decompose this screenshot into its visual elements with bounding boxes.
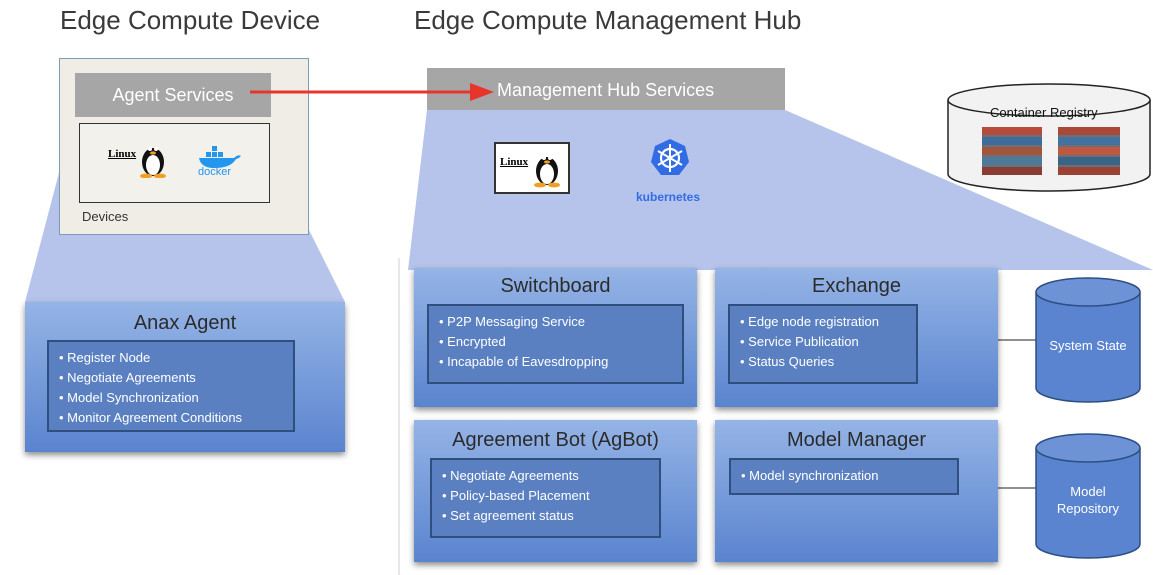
management-hub-services-bar	[427, 68, 785, 110]
switchboard-title: Switchboard	[500, 275, 611, 297]
kubernetes-text: kubernetes	[636, 190, 701, 204]
model-manager-list: Model synchronization	[729, 458, 959, 495]
list-item: Edge node registration	[740, 312, 906, 332]
linux-tux-icon	[534, 156, 560, 188]
devices-label: Devices	[82, 209, 129, 224]
model-repository-label-line1: Model	[1070, 484, 1106, 499]
list-item: Model synchronization	[741, 466, 947, 486]
list-item: Incapable of Eavesdropping	[439, 352, 672, 372]
list-item: Model Synchronization	[59, 388, 283, 408]
container-registry-label: Container Registry	[990, 105, 1098, 120]
exchange-panel: Exchange Edge node registration Service …	[715, 268, 998, 407]
list-item: Policy-based Placement	[442, 486, 649, 506]
list-item: Service Publication	[740, 332, 906, 352]
agbot-title: Agreement Bot (AgBot)	[452, 429, 659, 451]
shipping-container-image	[1058, 127, 1120, 175]
anax-agent-title: Anax Agent	[133, 312, 237, 334]
hub-linux-logo: Linux	[494, 142, 570, 194]
hub-funnel	[408, 110, 1153, 270]
agent-to-hub-arrow	[250, 83, 494, 101]
anax-agent-list: Register Node Negotiate Agreements Model…	[47, 340, 295, 432]
list-item: Encrypted	[439, 332, 672, 352]
device-docker-logo: docker	[196, 146, 242, 180]
linux-tux-icon	[140, 147, 166, 178]
device-docker-text: docker	[198, 166, 232, 178]
system-state-label: System State	[1049, 338, 1127, 353]
model-manager-title: Model Manager	[787, 429, 926, 451]
exchange-title: Exchange	[812, 275, 901, 297]
hub-linux-text: Linux	[500, 156, 529, 168]
device-linux-text: Linux	[108, 148, 137, 160]
kubernetes-helm-icon	[651, 139, 689, 175]
management-hub-title: Edge Compute Management Hub	[414, 5, 802, 35]
list-item: Negotiate Agreements	[442, 466, 649, 486]
list-item: Status Queries	[740, 352, 906, 372]
container-registry-cylinder	[947, 83, 1151, 192]
model-repository-label-line2: Repository	[1056, 501, 1120, 516]
list-item: P2P Messaging Service	[439, 312, 672, 332]
list-item: Negotiate Agreements	[59, 368, 283, 388]
agbot-panel: Agreement Bot (AgBot) Negotiate Agreemen…	[414, 420, 697, 562]
system-state-cylinder	[1035, 277, 1141, 403]
devices-box	[79, 123, 270, 203]
switchboard-list: P2P Messaging Service Encrypted Incapabl…	[427, 304, 684, 384]
docker-whale-icon	[199, 146, 241, 168]
device-linux-logo: Linux	[108, 140, 170, 178]
shipping-container-image	[982, 127, 1042, 175]
model-repository-cylinder	[1035, 433, 1141, 559]
list-item: Monitor Agreement Conditions	[59, 408, 283, 428]
kubernetes-logo: kubernetes	[632, 138, 722, 208]
list-item: Set agreement status	[442, 506, 649, 526]
list-item: Register Node	[59, 348, 283, 368]
anax-agent-panel: Anax Agent Register Node Negotiate Agree…	[25, 302, 345, 452]
switchboard-panel: Switchboard P2P Messaging Service Encryp…	[414, 268, 697, 407]
model-manager-panel: Model Manager Model synchronization	[715, 420, 998, 562]
management-hub-services-label: Management Hub Services	[497, 80, 715, 100]
edge-device-title: Edge Compute Device	[60, 5, 321, 35]
exchange-list: Edge node registration Service Publicati…	[728, 304, 918, 384]
agent-services-bar: Agent Services	[75, 73, 271, 117]
agbot-list: Negotiate Agreements Policy-based Placem…	[430, 458, 661, 538]
